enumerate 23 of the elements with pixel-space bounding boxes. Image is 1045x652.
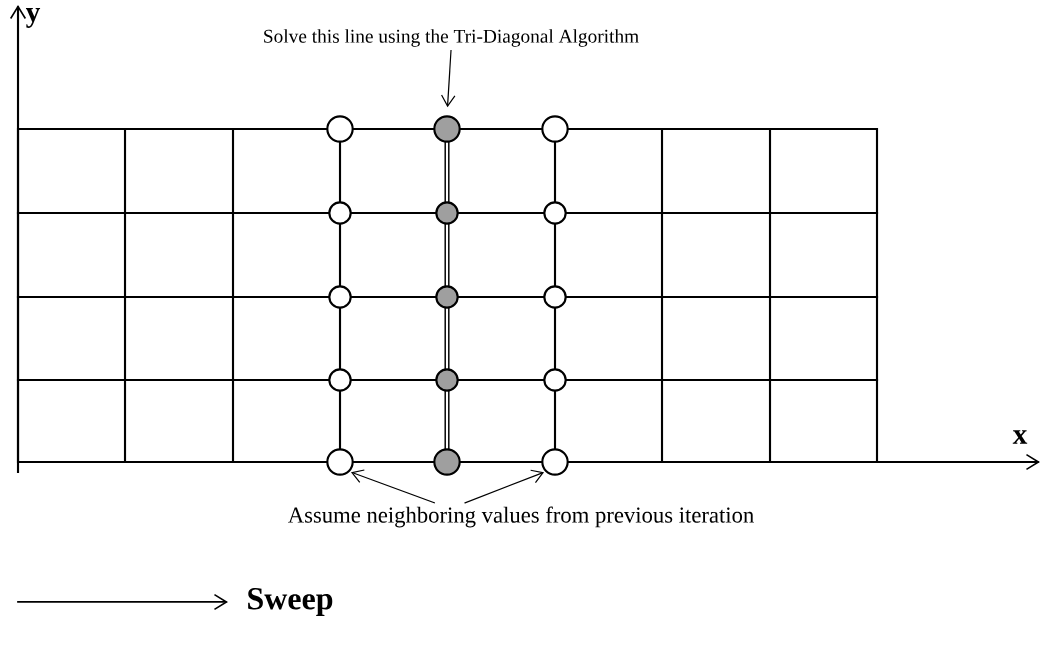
grid-point-circle: [326, 448, 354, 476]
grid-point-circle: [543, 201, 567, 225]
sweep-label: Sweep: [248, 588, 333, 616]
grid-point-circle: [326, 115, 354, 143]
grid-point-circle: [328, 368, 352, 392]
grid-point-circle: [543, 285, 567, 309]
annotation-text: Solve this line using the Tri-Diagonal Algorithm: [264, 29, 639, 47]
grid-point-circle: [328, 201, 352, 225]
grid-point-circle: [433, 115, 461, 143]
grid-point-circle: [435, 368, 459, 392]
leader-arrow: [464, 469, 545, 504]
annotation-text: Assume neighboring values from previous iteration: [288, 506, 754, 528]
axis-label: x: [1012, 430, 1028, 444]
grid-point-circle: [435, 201, 459, 225]
grid-point-circle: [541, 115, 569, 143]
grid-point-circle: [435, 285, 459, 309]
leader-arrow: [440, 49, 456, 108]
grid-point-circle: [541, 448, 569, 476]
grid-point-circle: [433, 448, 461, 476]
grid-point-circle: [328, 285, 352, 309]
grid-point-circle: [543, 368, 567, 392]
leader-arrow: [350, 469, 435, 504]
axis-label: y: [25, 8, 41, 28]
